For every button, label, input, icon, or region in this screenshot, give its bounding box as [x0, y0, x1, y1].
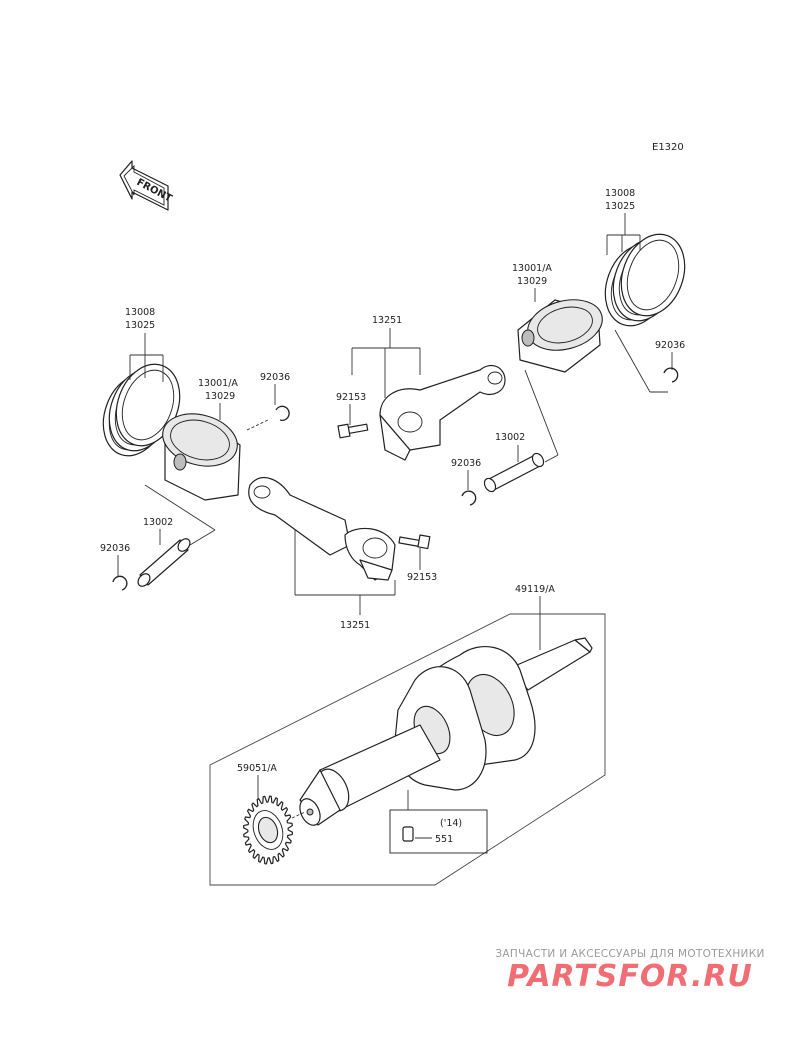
piston-rings-left [102, 363, 181, 457]
circlip-right-lower [461, 490, 477, 506]
label-piston-right-1: 13001/A [512, 263, 552, 274]
piston-left [162, 413, 241, 501]
label-piston-left-1: 13001/A [198, 378, 238, 389]
piston-rings-right [604, 233, 686, 327]
piston-pin-right [483, 452, 545, 493]
label-crankshaft: 49119/A [515, 584, 555, 595]
watermark-tagline: ЗАПЧАСТИ И АКСЕССУАРЫ ДЛЯ МОТОТЕХНИКИ [495, 948, 765, 960]
label-rod-left: 13251 [340, 620, 370, 631]
crankshaft-box [209, 613, 606, 886]
label-clip-left-upper: 92036 [260, 372, 290, 383]
label-piston-left-2: 13029 [205, 391, 235, 402]
label-rings-left-2: 13025 [125, 320, 155, 331]
label-rod-right: 13251 [372, 315, 402, 326]
label-rings-left-1: 13008 [125, 307, 155, 318]
crankshaft [299, 637, 593, 826]
label-key: 551 [435, 834, 453, 845]
label-clip-right-lower: 92036 [451, 458, 481, 469]
connecting-rod-left [248, 477, 396, 581]
piston-pin-left [137, 538, 191, 587]
circlip-left-lower [112, 575, 128, 591]
label-rings-right-2: 13025 [605, 201, 635, 212]
label-key-year: ('14) [440, 818, 462, 829]
label-gear: 59051/A [237, 763, 277, 774]
label-pin-right: 13002 [495, 432, 525, 443]
diagram-code: E1320 [652, 142, 684, 153]
circlip-left-upper [275, 405, 290, 421]
woodruff-key [402, 826, 414, 842]
crank-gear [243, 795, 293, 865]
front-arrow-icon: FRONT [119, 160, 174, 211]
watermark-logo: PARTSFOR.RU [507, 959, 753, 994]
rod-bolt-left [398, 534, 431, 550]
circlip-right [663, 367, 679, 383]
label-bolt-left: 92153 [407, 572, 437, 583]
watermark: ЗАПЧАСТИ И АКСЕССУАРЫ ДЛЯ МОТОТЕХНИКИ PA… [470, 948, 790, 994]
piston-right [517, 299, 603, 373]
label-clip-right: 92036 [655, 340, 685, 351]
label-piston-right-2: 13029 [517, 276, 547, 287]
label-rings-right-1: 13008 [605, 188, 635, 199]
label-clip-left-lower: 92036 [100, 543, 130, 554]
label-pin-left: 13002 [143, 517, 173, 528]
rod-bolt-right [337, 423, 369, 439]
connecting-rod-right [379, 365, 506, 461]
label-bolt-right: 92153 [336, 392, 366, 403]
